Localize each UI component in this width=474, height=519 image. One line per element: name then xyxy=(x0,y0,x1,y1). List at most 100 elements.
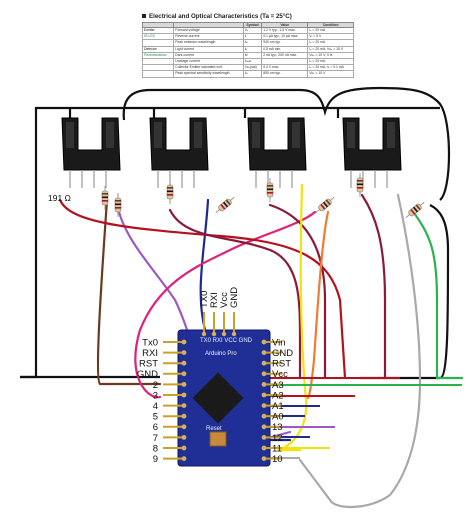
board-pad xyxy=(181,424,187,430)
right-pin-label: RST xyxy=(272,359,291,370)
photo-interrupter xyxy=(247,117,307,188)
board-pad xyxy=(181,339,187,345)
resistor-band xyxy=(115,200,121,202)
board-pad xyxy=(261,403,267,408)
left-pin-label: Tx0 xyxy=(142,337,158,348)
board-pad xyxy=(261,350,267,355)
board-pad xyxy=(221,331,227,337)
photo-interrupter xyxy=(149,117,209,188)
resistor xyxy=(101,186,109,210)
right-pin-label: Vcc xyxy=(272,369,288,380)
board-pad xyxy=(261,392,267,398)
left-pin-label: RST xyxy=(139,359,158,370)
wire-darkred-1 xyxy=(168,208,302,380)
board-pad xyxy=(261,456,267,461)
resistor xyxy=(166,180,174,204)
table-cell: Iₑ = 20 mA; Iʟ = 0.1 mA xyxy=(307,64,354,72)
board-pad xyxy=(181,392,187,398)
top-pin-label: TX0 xyxy=(199,291,210,308)
board-pad xyxy=(261,413,267,419)
table-cell xyxy=(141,70,175,78)
board-pad xyxy=(181,403,187,408)
resistor-band xyxy=(115,203,121,206)
left-pin-label: 3 xyxy=(153,390,158,401)
reset-button xyxy=(209,431,227,447)
board-pad xyxy=(261,424,267,430)
top-pin-label: Vcc xyxy=(219,292,230,308)
right-pin-label: 11 xyxy=(272,443,282,454)
board-pad xyxy=(181,435,187,440)
resistor xyxy=(356,173,364,197)
wire-green xyxy=(410,208,464,380)
right-pin-label: GND xyxy=(272,348,293,359)
board-pad xyxy=(261,339,267,345)
wire-top-loop xyxy=(122,86,451,201)
resistor-band xyxy=(102,200,108,202)
resistor xyxy=(405,201,425,219)
resistor-band xyxy=(320,203,326,210)
resistor-band xyxy=(357,183,363,186)
board-pad xyxy=(261,435,267,440)
board-pad xyxy=(181,371,187,377)
left-pin-label: 5 xyxy=(153,412,158,423)
board-pad xyxy=(261,360,267,366)
wire-yellow xyxy=(278,183,308,452)
arduino-board: TX0 RXI VCC GND Arduino Pro Reset xyxy=(177,329,271,467)
left-pin-label: RXI xyxy=(142,348,158,359)
pin-labels: Tx0RXIRSTGND23456789VinGNDRSTVccA3A2A1A0… xyxy=(137,287,293,465)
resistor-band xyxy=(410,208,416,215)
resistor xyxy=(114,193,122,217)
resistor-band xyxy=(220,203,226,210)
left-pin-label: 8 xyxy=(153,443,158,454)
table-cell: 1.2 V typ.; 1.5 V max. xyxy=(261,26,309,35)
left-pin-label: GND xyxy=(137,369,158,380)
table-title: Electrical and Optical Characteristics (… xyxy=(142,13,354,20)
resistor-band xyxy=(325,199,331,206)
left-pin-label: 4 xyxy=(153,401,158,412)
resistor-band xyxy=(102,193,108,195)
left-pin-label: 2 xyxy=(153,380,158,391)
right-pin-label: A2 xyxy=(272,390,284,401)
wire-orange xyxy=(306,210,330,400)
photo-interrupter xyxy=(342,117,402,188)
table-cell: Iₑ = 20 mA; Vᴄₑ = 15 V xyxy=(307,45,354,53)
table-header-row: Symbol Value Condition xyxy=(141,22,354,28)
resistor-band xyxy=(267,192,273,194)
table-cell: 850 nm typ. xyxy=(261,70,309,78)
top-pin-label: GND xyxy=(229,287,240,308)
right-bus xyxy=(270,377,462,459)
board-pad xyxy=(181,382,187,387)
photo-interrupter xyxy=(61,117,121,188)
sensor-arm-left xyxy=(252,122,260,148)
board-pad xyxy=(261,382,267,387)
board-pad xyxy=(231,331,237,337)
sensor-arm-right xyxy=(106,122,114,148)
table-row: Collector Emitter saturated volt.Vᴄₑ(sat… xyxy=(141,64,354,72)
board-pad xyxy=(181,456,187,461)
right-pin-label: Vin xyxy=(272,337,286,348)
right-pin-label: A3 xyxy=(272,380,284,391)
sensor-arm-left xyxy=(154,122,162,148)
left-pin-label: 9 xyxy=(153,454,158,465)
sensor-arm-right xyxy=(292,122,300,148)
black-wires xyxy=(20,86,451,380)
sensor-group xyxy=(61,117,402,188)
characteristics-table: Electrical and Optical Characteristics (… xyxy=(141,13,354,78)
board-pad xyxy=(181,413,187,419)
wire-brown xyxy=(96,198,162,386)
sensor-housing xyxy=(149,117,209,171)
left-pin-label: 7 xyxy=(153,433,158,444)
table-cell: 0.4 V max. xyxy=(261,64,309,72)
sensor-arm-right xyxy=(387,122,395,148)
resistor-band xyxy=(357,180,363,182)
resistor-band xyxy=(222,201,229,208)
resistor-band xyxy=(415,204,421,211)
right-pin-label: 10 xyxy=(272,454,283,465)
board-pad xyxy=(261,371,267,377)
resistor xyxy=(266,178,274,202)
resistor-group xyxy=(101,173,425,219)
resistor xyxy=(315,196,335,214)
